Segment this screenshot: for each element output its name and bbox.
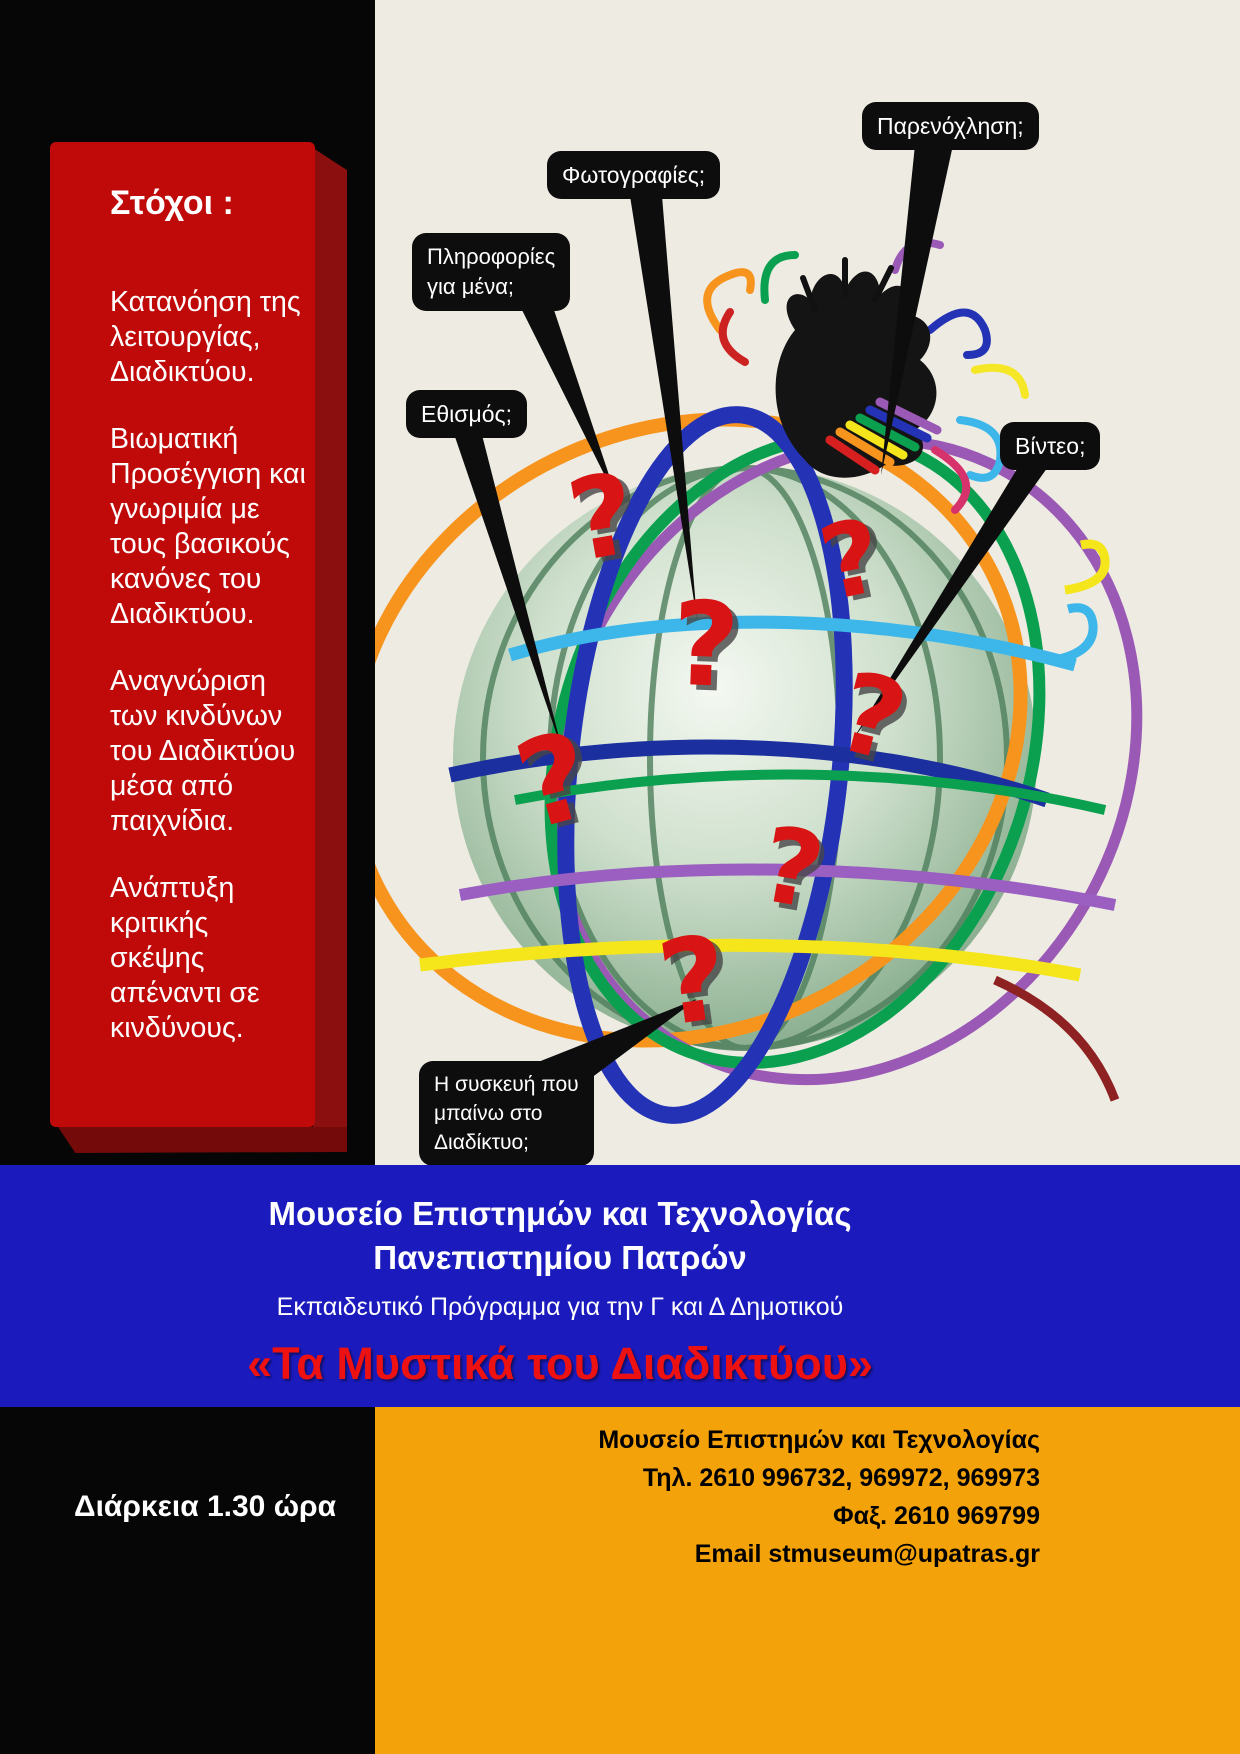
goal-item: Ανάπτυξη κριτικής σκέψης απέναντι σε κιν… xyxy=(110,872,260,1044)
globe-illustration xyxy=(375,145,1143,1124)
goals-panel: Στόχοι : Κατανόηση της λειτουργίας, Διαδ… xyxy=(50,142,315,1127)
tail-photos xyxy=(630,196,697,620)
goal-item: Βιωματική Προσέγγιση και γνωριμία με του… xyxy=(110,423,306,630)
creature-feathers xyxy=(825,397,942,475)
callout-harassment: Παρενόχληση; xyxy=(862,102,1039,150)
callout-tails xyxy=(453,145,1050,1096)
banner: Μουσείο Επιστημών και Τεχνολογίας Πανεπι… xyxy=(0,1165,1240,1407)
duration-text: Διάρκεια 1.30 ώρα xyxy=(74,1490,337,1523)
globe-ribbons xyxy=(375,406,1143,1124)
creature-illustration xyxy=(703,238,1029,514)
contact-museum: Μουσείο Επιστημών και Τεχνολογίας xyxy=(598,1426,1040,1454)
program-title: «Τα Μυστικά του Διαδικτύου» xyxy=(247,1338,873,1389)
museum-name-line1: Μουσείο Επιστημών και Τεχνολογίας xyxy=(268,1195,852,1232)
goals-panel-bottom-face xyxy=(58,1127,347,1153)
program-audience: Εκπαιδευτικό Πρόγραμμα για την Γ και Δ Δ… xyxy=(276,1293,844,1321)
question-mark: ? xyxy=(669,576,742,715)
contact-block: Μουσείο Επιστημών και Τεχνολογίας Τηλ. 2… xyxy=(375,1407,1240,1573)
callout-device: Η συσκευή που μπαίνω στο Διαδίκτυο; xyxy=(419,1061,594,1166)
goals-panel-side-face xyxy=(313,148,347,1152)
callout-video: Βίντεο; xyxy=(1000,422,1101,470)
callout-personal-info: Πληροφορίες για μένα; xyxy=(412,233,571,311)
tail-video xyxy=(852,464,1050,741)
banner-background xyxy=(0,1165,1240,1407)
contact-background xyxy=(375,1407,1240,1754)
museum-name-line2: Πανεπιστημίου Πατρών xyxy=(373,1239,747,1276)
contact-phone: Τηλ. 2610 996732, 969972, 969973 xyxy=(642,1464,1040,1492)
tail-addiction xyxy=(453,431,563,753)
goal-item: Αναγνώριση των κινδύνων του Διαδικτύου μ… xyxy=(110,665,296,837)
callout-addiction: Εθισμός; xyxy=(406,390,527,438)
tail-harassment xyxy=(881,145,953,475)
callout-photos: Φωτογραφίες; xyxy=(547,151,721,199)
tail-info xyxy=(522,310,618,502)
goals-heading: Στόχοι : xyxy=(110,184,234,222)
goal-item: Κατανόηση της λειτουργίας, Διαδικτύου. xyxy=(110,286,301,388)
contact-fax: Φαξ. 2610 969799 xyxy=(833,1502,1040,1530)
contact-email: Email stmuseum@upatras.gr xyxy=(694,1540,1040,1568)
